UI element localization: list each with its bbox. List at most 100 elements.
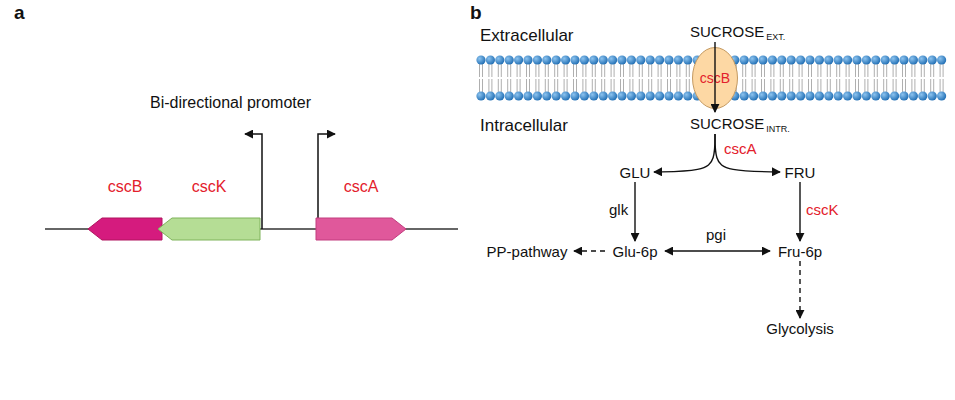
lipid-tail (930, 79, 931, 92)
lipid-head (646, 91, 655, 100)
lipid-tail (648, 64, 649, 77)
lipid-tail (488, 64, 489, 77)
lipid-tail (479, 64, 480, 77)
lipid-tail (896, 64, 897, 77)
lipid-head (523, 91, 532, 100)
lipid-tail (520, 79, 521, 92)
lipid-head (862, 55, 871, 64)
lipid-head (824, 91, 833, 100)
pathway-name: Glycolysis (766, 320, 834, 337)
lipid-tail (595, 79, 596, 92)
lipid-head (495, 91, 504, 100)
lipid-tail (896, 79, 897, 92)
lipid-tail (827, 79, 828, 92)
lipid-head (514, 91, 523, 100)
lipid-head (608, 91, 617, 100)
lipid-head (796, 55, 805, 64)
lipid-tail (911, 79, 912, 92)
lipid-tail (604, 64, 605, 77)
promoter-label: Bi-directional promoter (150, 94, 311, 112)
lipid-tail (651, 79, 652, 92)
lipid-tail (792, 79, 793, 92)
lipid-head (636, 91, 645, 100)
lipid-tail (902, 79, 903, 92)
lipid-head (899, 91, 908, 100)
lipid-tail (855, 64, 856, 77)
lipid-head (740, 55, 749, 64)
reaction-arrow (715, 134, 780, 172)
gene-arrow-shape (316, 218, 406, 240)
lipid-tail (914, 79, 915, 92)
lipid-head (758, 55, 767, 64)
lipid-head (617, 55, 626, 64)
lipid-head (542, 91, 551, 100)
gene-name: cscB (700, 70, 730, 86)
lipid-tail (846, 64, 847, 77)
lipid-tail (545, 79, 546, 92)
gene-name: cscK (192, 178, 227, 195)
lipid-tail (802, 64, 803, 77)
panel-letter: b (470, 2, 482, 24)
lipid-head (570, 91, 579, 100)
enzyme-label: pgi (706, 226, 726, 243)
lipid-tail (902, 64, 903, 77)
lipid-tail (567, 79, 568, 92)
lipid-tail (745, 64, 746, 77)
lipid-head (815, 55, 824, 64)
lipid-head (514, 55, 523, 64)
lipid-tail (614, 64, 615, 77)
lipid-tail (488, 79, 489, 92)
lipid-head (523, 55, 532, 64)
lipid-tail (526, 79, 527, 92)
lipid-tail (498, 79, 499, 92)
lipid-tail (930, 64, 931, 77)
lipid-head (871, 55, 880, 64)
enzyme-label: cscA (724, 140, 757, 157)
lipid-tail (943, 79, 944, 92)
lipid-tail (858, 64, 859, 77)
lipid-tail (582, 79, 583, 92)
lipid-tail (752, 79, 753, 92)
lipid-head (862, 91, 871, 100)
metabolite-name: SUCROSE (690, 115, 764, 132)
lipid-tail (526, 64, 527, 77)
lipid-tail (564, 64, 565, 77)
lipid-head (834, 55, 843, 64)
metabolite: Glu-6p (605, 241, 665, 261)
lipid-tail (573, 79, 574, 92)
lipid-tail (629, 79, 630, 92)
promoter-arrow (245, 134, 262, 229)
lipid-tail (770, 79, 771, 92)
lipid-head (928, 55, 937, 64)
metabolite-name: SUCROSE (690, 23, 764, 40)
lipid-tail (811, 79, 812, 92)
lipid-tail (535, 79, 536, 92)
lipid-head (909, 91, 918, 100)
metabolite: SUCROSEINTR. (690, 112, 790, 134)
lipid-tail (830, 64, 831, 77)
metabolite: GLU (616, 162, 654, 182)
lipid-head (768, 55, 777, 64)
lipid-tail (517, 79, 518, 92)
lipid-head (777, 55, 786, 64)
lipid-tail (773, 64, 774, 77)
lipid-head (928, 91, 937, 100)
lipid-head (561, 91, 570, 100)
lipid-tail (808, 79, 809, 92)
lipid-head (561, 55, 570, 64)
lipid-tail (752, 64, 753, 77)
lipid-tail (755, 79, 756, 92)
lipid-tail (883, 79, 884, 92)
subscript-label: INTR. (766, 124, 790, 134)
lipid-head (599, 55, 608, 64)
lipid-head (890, 91, 899, 100)
lipid-tail (623, 64, 624, 77)
lipid-head (533, 55, 542, 64)
lipid-tail (676, 79, 677, 92)
lipid-tail (545, 64, 546, 77)
lipid-tail (921, 64, 922, 77)
lipid-tail (817, 64, 818, 77)
lipid-tail (940, 79, 941, 92)
lipid-head (533, 91, 542, 100)
lipid-head (674, 55, 683, 64)
